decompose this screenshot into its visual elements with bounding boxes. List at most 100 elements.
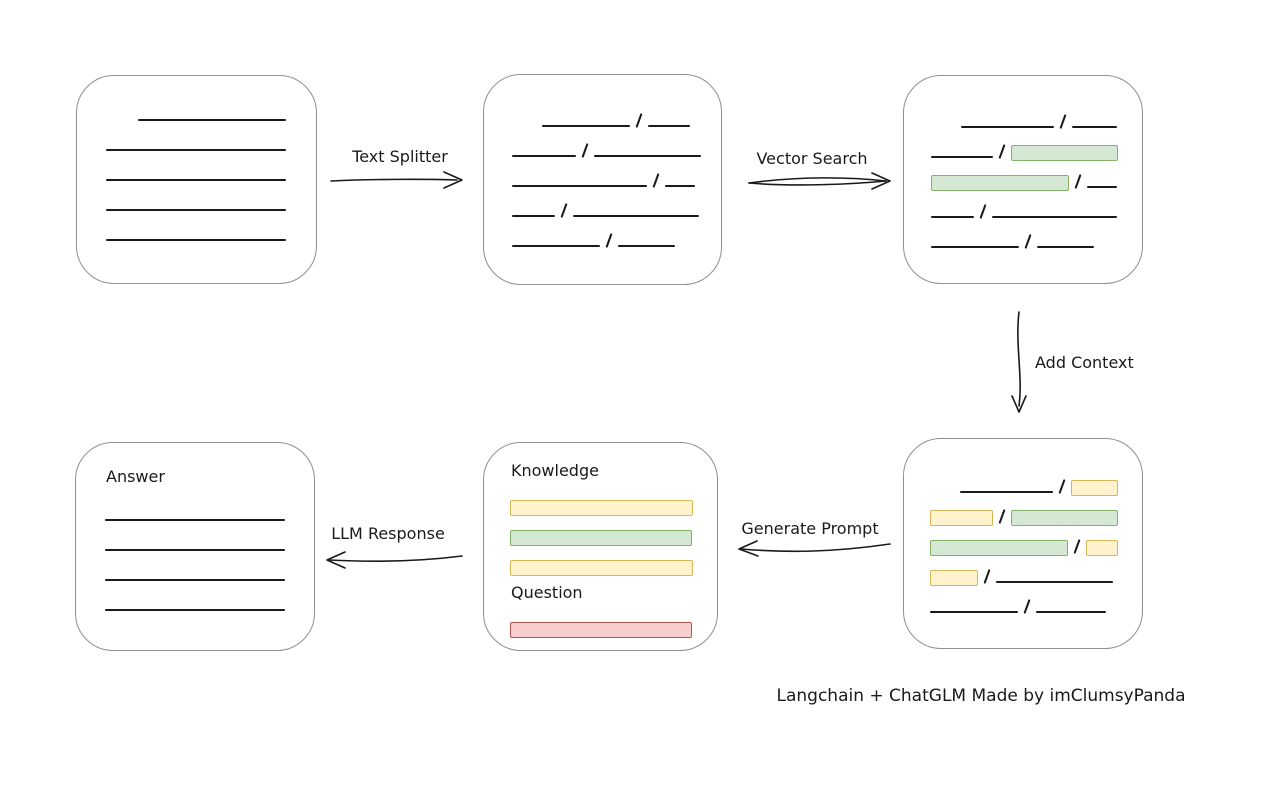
text-row [931,188,1118,219]
text-line-segment [665,185,695,187]
text-row [931,98,1118,129]
text-row [106,121,286,151]
text-row [512,97,701,128]
text-line-segment [1036,611,1106,613]
highlight-bar-yellow [1086,540,1118,556]
knowledge-bars [510,483,693,576]
text-row [510,483,693,516]
highlight-bar-green [1011,145,1118,161]
diagram-caption: Langchain + ChatGLM Made by imClumsyPand… [776,686,1186,706]
answer-title: Answer [106,467,165,486]
text-line-segment [648,125,690,127]
slash-separator [1023,599,1031,614]
text-line-segment [105,579,285,581]
text-row [106,211,286,241]
text-row [510,605,692,638]
text-row [106,181,286,211]
box-matched-chunks [903,75,1143,284]
text-line-segment [105,519,285,521]
text-line-segment [992,216,1117,218]
highlight-bar-yellow [930,570,978,586]
text-line-segment [106,149,286,151]
text-line-segment [961,126,1054,128]
gap [512,126,542,127]
generate-prompt-label: Generate Prompt [741,519,879,538]
question-bar [510,605,692,638]
text-line-segment [931,246,1019,248]
text-row [106,151,286,181]
text-line-segment [105,609,285,611]
arrow-generate-prompt [738,540,891,557]
text-row [512,187,701,218]
slash-separator [635,113,643,128]
add-context-label: Add Context [1035,353,1134,372]
text-line-segment [512,155,576,157]
text-line-segment [1072,126,1117,128]
document-text-lines [106,91,286,241]
box-split-chunks [483,74,722,285]
slash-separator [979,204,987,219]
text-row [930,463,1118,496]
question-title: Question [511,583,583,602]
slash-separator [1058,479,1066,494]
slash-separator [1074,174,1082,189]
llm-response-label: LLM Response [331,524,445,543]
text-row [510,543,693,576]
text-row [105,551,285,581]
arrow-text-splitter [330,171,463,189]
highlight-bar-yellow [1071,480,1118,496]
text-row [105,491,285,521]
slash-separator [652,173,660,188]
text-line-segment [512,185,647,187]
box-context-chunks [903,438,1143,649]
text-row [512,127,701,158]
arrow-llm-response [326,551,463,569]
box-prompt: Knowledge Question [483,442,718,651]
arrow-add-context [1011,311,1027,413]
text-row [930,583,1118,614]
text-row [512,217,701,248]
text-line-segment [931,216,974,218]
text-line-segment [106,239,286,241]
matched-chunk-text-lines [931,98,1118,249]
text-line-segment [931,156,993,158]
vector-search-label: Vector Search [756,149,868,168]
text-line-segment [960,491,1053,493]
slash-separator [1024,234,1032,249]
highlight-bar-green [1011,510,1118,526]
slash-separator [581,143,589,158]
text-line-segment [106,209,286,211]
answer-text-lines [105,491,285,611]
text-line-segment [573,215,699,217]
text-row [930,493,1118,526]
slash-separator [983,569,991,584]
gap [106,120,138,121]
text-splitter-label: Text Splitter [352,147,448,166]
text-line-segment [1087,186,1117,188]
chunk-text-lines [512,97,701,248]
highlight-bar-yellow [510,500,693,516]
text-row [930,523,1118,556]
text-row [931,158,1118,191]
text-line-segment [512,215,555,217]
box-source-document [76,75,317,284]
slash-separator [998,144,1006,159]
text-line-segment [106,179,286,181]
text-row [106,91,286,121]
text-line-segment [996,581,1113,583]
slash-separator [1073,539,1081,554]
text-line-segment [542,125,630,127]
text-row [512,157,701,188]
text-row [931,218,1118,249]
text-row [105,521,285,551]
text-line-segment [618,245,675,247]
slash-separator [998,509,1006,524]
gap [931,127,961,128]
text-line-segment [138,119,286,121]
highlight-bar-red [510,622,692,638]
text-line-segment [512,245,600,247]
highlight-bar-green [931,175,1069,191]
knowledge-title: Knowledge [511,461,599,480]
highlight-bar-yellow [930,510,993,526]
